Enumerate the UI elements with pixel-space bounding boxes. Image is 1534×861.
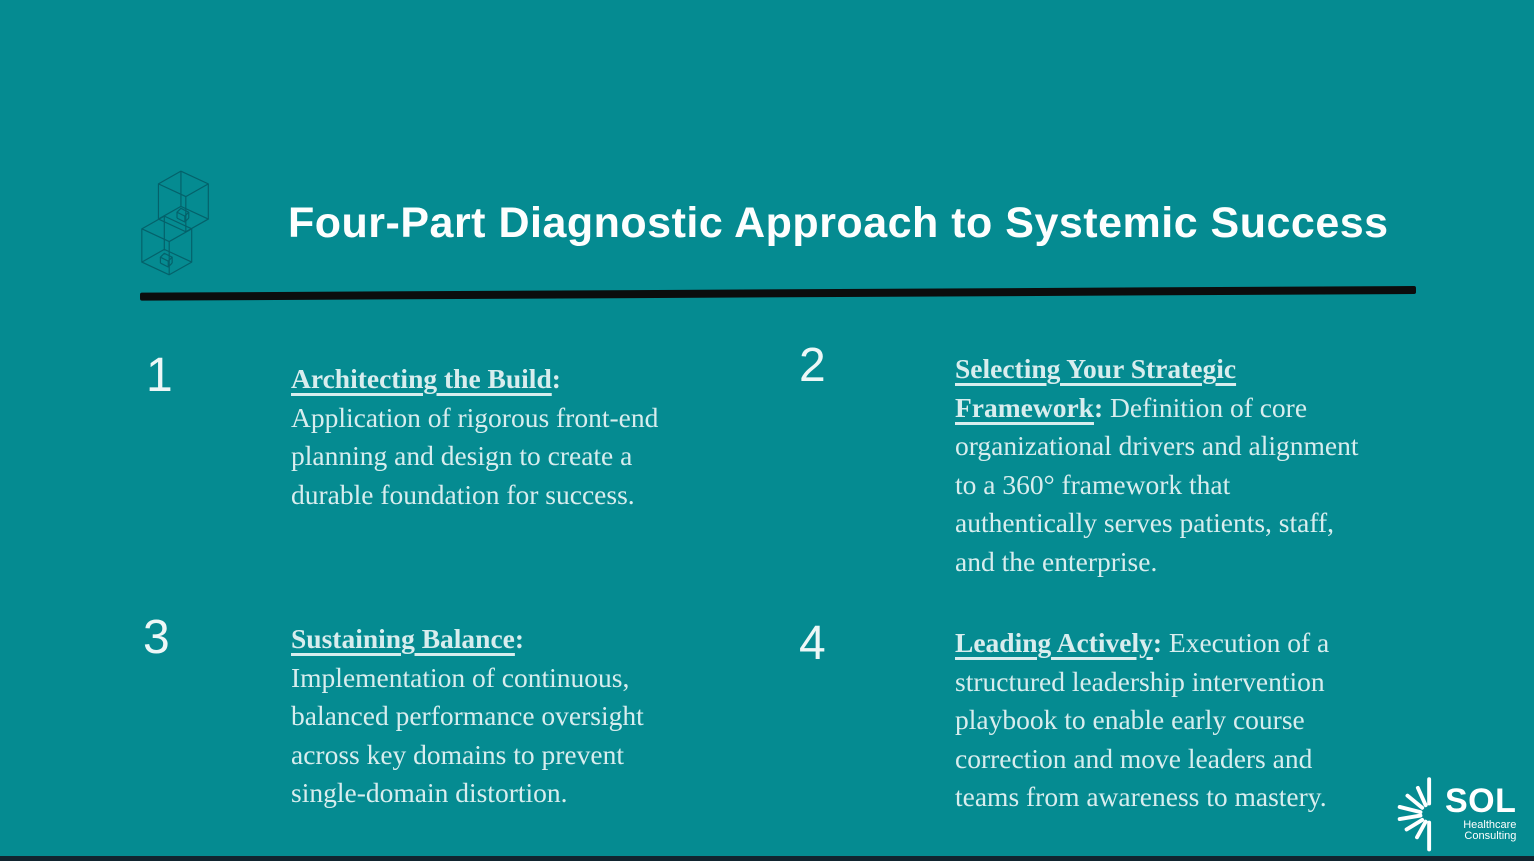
item-1-body: Application of rigorous front-end planni… xyxy=(291,401,659,510)
item-2-number: 2 xyxy=(799,339,826,392)
item-3-text: Sustaining Balance: Implementation of co… xyxy=(291,620,761,813)
item-1-text: Architecting the Build: Application of r… xyxy=(291,360,761,514)
item-3-heading: Sustaining Balance xyxy=(291,623,515,654)
logo-wordmark: SOL xyxy=(1445,781,1517,820)
item-2-body: Definition of core organizational driver… xyxy=(955,391,1359,577)
item-3-colon: : xyxy=(514,623,525,654)
item-3-body: Implementation of continuous, balanced p… xyxy=(291,661,644,809)
sol-logo: SOL Healthcare Consulting xyxy=(1391,772,1516,854)
item-4-colon: : xyxy=(1152,627,1163,658)
item-2-colon: : xyxy=(1093,391,1104,423)
wireframe-cubes-icon xyxy=(134,167,222,282)
item-1-number: 1 xyxy=(146,349,173,402)
logo-subtitle: Healthcare Consulting xyxy=(1463,818,1517,842)
item-4-body: Execution of a structured leadership int… xyxy=(955,627,1330,813)
item-4-text: Leading Actively: Execution of a structu… xyxy=(955,624,1455,817)
bottom-edge-strip xyxy=(0,856,1534,861)
item-3-number: 3 xyxy=(143,611,170,664)
item-1-colon: : xyxy=(551,363,561,394)
item-2-text: Selecting Your Strategic Framework: Defi… xyxy=(955,350,1455,582)
page-title: Four-Part Diagnostic Approach to Systemi… xyxy=(288,199,1389,247)
sunburst-icon xyxy=(1397,777,1432,852)
item-4-heading: Leading Actively xyxy=(955,627,1153,658)
item-4-number: 4 xyxy=(799,617,826,670)
title-divider-line xyxy=(139,286,1417,301)
item-2-heading: Selecting Your Strategic Framework xyxy=(955,353,1237,423)
item-1-heading: Architecting the Build xyxy=(291,363,552,394)
